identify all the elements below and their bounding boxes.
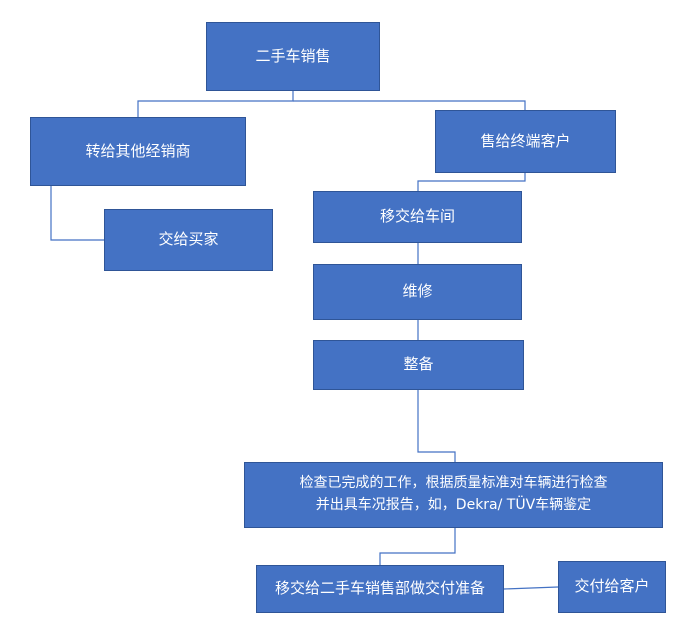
node-transfer-other-dealer: 转给其他经销商: [30, 117, 246, 186]
node-label: 转给其他经销商: [85, 141, 191, 160]
node-label: 二手车销售: [255, 46, 331, 65]
node-label: 交付给客户: [574, 577, 650, 596]
node-label: 整备: [403, 355, 434, 374]
node-sell-end-customer: 售给终端客户: [435, 110, 616, 173]
node-label: 移交给车间: [379, 207, 455, 226]
connector-inspection-to-handover: [379, 528, 456, 565]
node-label: 移交给二手车销售部做交付准备: [274, 579, 485, 598]
node-used-car-sales: 二手车销售: [206, 22, 380, 91]
connector-handover-to-deliver: [503, 586, 559, 590]
node-handover-sales-dept: 移交给二手车销售部做交付准备: [256, 565, 504, 613]
node-transfer-to-workshop: 移交给车间: [313, 191, 522, 243]
node-inspection: 检查已完成的工作，根据质量标准对车辆进行检查 并出具车况报告，如，Dekra/ …: [244, 462, 663, 528]
node-label: 维修: [402, 282, 433, 301]
node-label-line-2: 并出具车况报告，如，Dekra/ TÜV车辆鉴定: [315, 497, 592, 513]
node-repair: 维修: [313, 264, 522, 320]
connector-end-customer-to-workshop: [417, 173, 526, 191]
node-label-line-1: 检查已完成的工作，根据质量标准对车辆进行检查: [299, 475, 608, 492]
node-deliver-to-customer: 交付给客户: [558, 561, 666, 613]
node-preparation: 整备: [313, 340, 524, 390]
connector-dealer-to-buyer: [50, 186, 104, 241]
connector-prep-to-inspection: [417, 390, 456, 462]
node-label: 交给买家: [158, 230, 219, 249]
connector-root-to-end-customer: [293, 100, 526, 110]
connector-root-to-branches: [137, 91, 294, 117]
node-label: 售给终端客户: [480, 131, 571, 150]
node-hand-to-buyer: 交给买家: [104, 209, 273, 271]
